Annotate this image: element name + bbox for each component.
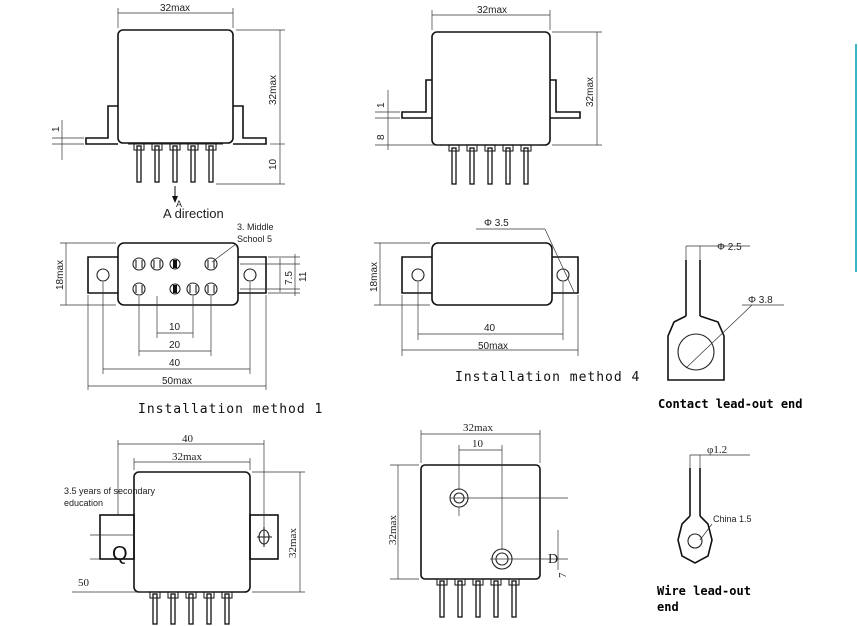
direction-label: A direction [163, 206, 224, 221]
dim-20: 20 [169, 340, 181, 351]
dim-height-32max: 32max [387, 515, 399, 545]
wire-lug [677, 515, 713, 564]
label-q: Q [112, 543, 128, 565]
installation-method-4-view: Φ 3.5 18max 40 50max Installation method… [369, 218, 640, 385]
pin-row [436, 578, 520, 618]
terminal-array [132, 257, 218, 296]
dim-width-32max: 32max [160, 3, 190, 14]
dim-flange-1: 1 [51, 126, 62, 132]
wire-shank [689, 468, 701, 516]
caption-contact: Contact lead-out end [658, 397, 803, 411]
dim-hole-3-5: Φ 3.5 [484, 218, 509, 229]
dim-height-32max: 32max [287, 528, 299, 558]
dim-height-18max: 18max [369, 262, 380, 292]
caption-method-1: Installation method 1 [138, 402, 323, 417]
top-left-side-view: 32max 32max 10 1 A A direction [51, 3, 285, 221]
mounting-hole [556, 268, 570, 282]
dim-1-2: φ1.2 [707, 444, 727, 456]
dim-1-5: China 1.5 [713, 514, 752, 524]
bottom-middle-view: 10 32max 32max D 7 [387, 422, 569, 618]
right-flange [233, 105, 267, 145]
caption-wire-line-1: Wire lead-out [657, 584, 751, 598]
left-ear [401, 256, 432, 294]
caption-wire-line-2: end [657, 600, 679, 614]
pin-row [149, 591, 233, 625]
direction-mark: A [176, 199, 182, 209]
dim-7: 7 [557, 572, 569, 578]
dim-10: 10 [472, 438, 484, 450]
dim-height-32max: 32max [268, 75, 279, 105]
note-line-1: 3.5 years of secondary [64, 486, 156, 496]
dim-height-18max: 18max [55, 260, 66, 290]
mounting-hole [243, 268, 257, 282]
cup-circle [677, 333, 715, 371]
dim-2-5: Φ 2.5 [717, 242, 742, 253]
dim-32max: 32max [463, 422, 493, 434]
relay-body [117, 29, 234, 144]
wire-lead-out-view: φ1.2 China 1.5 Wire lead-out end [657, 444, 752, 614]
dim-40: 40 [169, 358, 181, 369]
lug-hole [687, 533, 703, 549]
solder-cup [667, 315, 725, 381]
label-d: D [548, 552, 558, 567]
relay-body [431, 31, 551, 146]
dim-width-32max: 32max [477, 5, 507, 16]
left-ear [99, 514, 135, 560]
dim-7-5: 7.5 [284, 271, 295, 285]
right-flange [550, 79, 581, 119]
left-flange [85, 105, 118, 145]
dim-3-8: Φ 3.8 [748, 295, 773, 306]
note-line-2: School 5 [237, 234, 272, 244]
dim-pin-10: 10 [268, 158, 279, 170]
dim-40: 40 [182, 433, 194, 445]
installation-method-1-view: 3. Middle School 5 18max 7.5 11 10 20 40… [55, 222, 323, 417]
contact-lead-out-view: Φ 2.5 Φ 3.8 Contact lead-out end [658, 242, 803, 411]
dim-40: 40 [484, 323, 496, 334]
dim-10: 10 [169, 322, 181, 333]
relay-body [420, 464, 541, 580]
mounting-hole [411, 268, 425, 282]
note-line-1: 3. Middle [237, 222, 274, 232]
dim-pin-8: 8 [376, 134, 387, 140]
bottom-left-view: 40 32max 32max 3.5 years of secondary ed… [64, 433, 305, 625]
dim-50: 50 [78, 577, 90, 589]
dim-height-32max: 32max [585, 77, 596, 107]
lead-shank [685, 260, 701, 316]
note-line-2: education [64, 498, 103, 508]
dim-flange-1: 1 [376, 102, 387, 108]
top-right-side-view: 32max 32max 1 8 [375, 5, 602, 185]
pin-row [448, 144, 532, 185]
dim-32max: 32max [172, 451, 202, 463]
relay-body [117, 242, 239, 306]
dim-50max: 50max [162, 376, 192, 387]
right-ear [552, 256, 579, 294]
relay-body [431, 242, 553, 306]
mounting-hole [96, 268, 110, 282]
left-flange [401, 79, 432, 119]
right-ear [238, 256, 267, 294]
caption-method-4: Installation method 4 [455, 370, 640, 385]
dim-50max: 50max [478, 341, 508, 352]
dim-11: 11 [298, 271, 309, 282]
pin-row [133, 143, 217, 183]
